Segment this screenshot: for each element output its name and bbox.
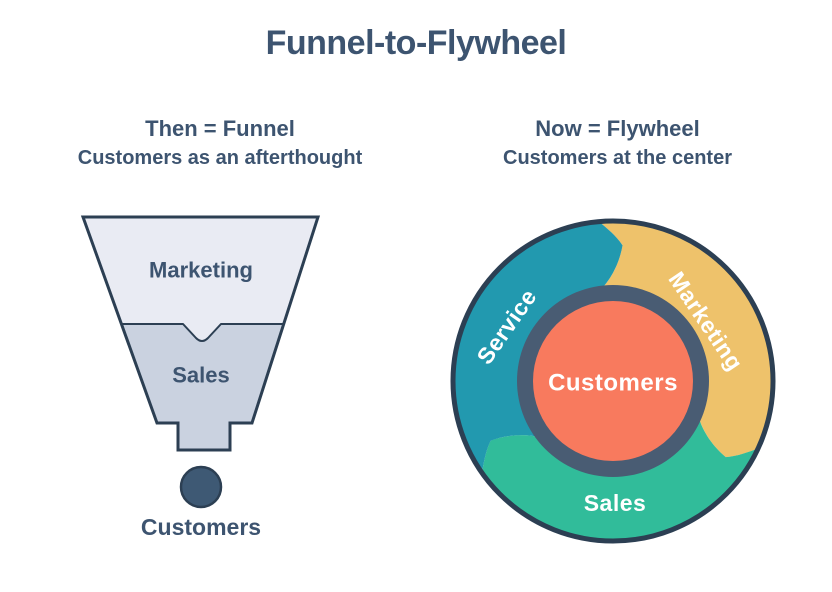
funnel-heading: Then = Funnel bbox=[145, 116, 295, 141]
flywheel-sales-label: Sales bbox=[584, 490, 647, 516]
flywheel-customers-label: Customers bbox=[548, 369, 678, 396]
funnel-column-heading: Then = Funnel Customers as an afterthoug… bbox=[60, 114, 380, 172]
funnel-subheading: Customers as an afterthought bbox=[77, 147, 363, 169]
flywheel-column-heading: Now = Flywheel Customers at the center bbox=[455, 114, 780, 172]
funnel-sales-section bbox=[121, 324, 285, 450]
funnel-divider bbox=[121, 323, 284, 342]
flywheel-outer-rim bbox=[450, 218, 776, 544]
flywheel-graphic: Service Marketing Sales Customers bbox=[441, 209, 776, 553]
funnel-outline bbox=[80, 215, 321, 452]
flywheel-customers-core bbox=[533, 301, 693, 461]
funnel-stage-marketing-label: Marketing bbox=[149, 258, 253, 283]
page-title: Funnel-to-Flywheel bbox=[265, 24, 567, 62]
flywheel-heading: Now = Flywheel bbox=[535, 116, 700, 141]
funnel-marketing-section bbox=[83, 217, 318, 341]
customers-dot bbox=[179, 465, 223, 509]
funnel-stage-sales-label: Sales bbox=[172, 363, 230, 388]
funnel-graphic: Marketing Sales Customers bbox=[80, 215, 321, 540]
funnel-customers-label: Customers bbox=[141, 514, 261, 540]
flywheel-subheading: Customers at the center bbox=[503, 147, 732, 169]
